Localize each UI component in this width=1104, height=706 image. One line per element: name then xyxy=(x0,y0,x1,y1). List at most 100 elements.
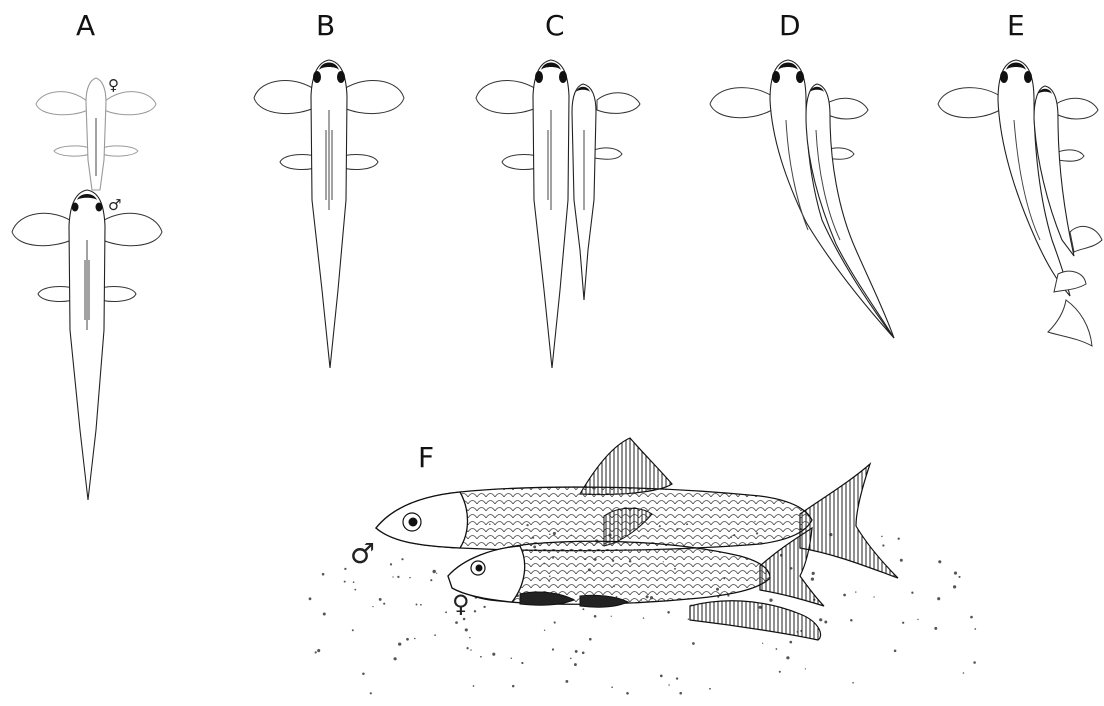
gravel-speck xyxy=(390,563,392,565)
gravel-speck xyxy=(953,585,956,588)
gravel-speck xyxy=(709,688,711,690)
gravel-speck xyxy=(769,599,772,602)
gravel-speck xyxy=(805,668,806,669)
gravel-speck xyxy=(660,675,663,678)
gravel-speck xyxy=(819,618,822,621)
gravel-speck xyxy=(492,653,495,656)
gravel-speck xyxy=(963,672,965,674)
male-symbol-panel-f: ♂ xyxy=(350,540,375,568)
gravel-speck xyxy=(483,606,485,608)
gravel-speck xyxy=(434,634,436,636)
panel-a-male-fish xyxy=(12,190,162,500)
gravel-speck xyxy=(362,673,365,676)
gravel-speck xyxy=(582,651,585,654)
gravel-speck xyxy=(445,611,447,613)
gravel-speck xyxy=(370,692,372,694)
panel-a-female-fish xyxy=(36,78,156,190)
gravel-speck xyxy=(898,538,900,540)
gravel-speck xyxy=(315,651,317,653)
gravel-speck xyxy=(322,573,325,576)
gravel-speck xyxy=(323,612,326,615)
gravel-speck xyxy=(392,576,393,577)
gravel-speck xyxy=(582,608,584,610)
gravel-speck xyxy=(473,685,475,687)
gravel-speck xyxy=(521,662,523,664)
gravel-speck xyxy=(934,627,937,630)
gravel-speck xyxy=(353,581,355,583)
gravel-speck xyxy=(938,560,941,563)
gravel-speck xyxy=(611,616,612,617)
gravel-speck xyxy=(900,559,903,562)
gravel-speck xyxy=(882,544,884,546)
gravel-speck xyxy=(824,621,827,624)
gravel-speck xyxy=(902,622,904,624)
gravel-speck xyxy=(317,649,320,652)
gravel-speck xyxy=(409,577,410,578)
gravel-speck xyxy=(344,568,346,570)
gravel-speck xyxy=(570,658,572,660)
gravel-speck xyxy=(309,597,312,600)
gravel-speck xyxy=(762,643,763,644)
gravel-speck xyxy=(463,618,466,621)
gravel-speck xyxy=(970,616,973,619)
gravel-speck xyxy=(958,576,960,578)
gravel-speck xyxy=(855,591,856,592)
gravel-speck xyxy=(574,663,577,666)
gravel-speck xyxy=(344,581,346,583)
gravel-speck xyxy=(626,692,629,695)
gravel-speck xyxy=(352,629,354,631)
gravel-speck xyxy=(881,536,883,538)
gravel-speck xyxy=(511,658,513,660)
gravel-speck xyxy=(416,604,418,606)
gravel-speck xyxy=(401,558,403,560)
gravel-speck xyxy=(430,579,432,581)
gravel-speck xyxy=(852,682,854,684)
gravel-speck xyxy=(917,619,918,620)
gravel-speck xyxy=(575,650,578,653)
gravel-speck xyxy=(406,638,409,641)
gravel-speck xyxy=(474,610,476,612)
gravel-speck xyxy=(676,677,678,679)
gravel-speck xyxy=(789,641,792,644)
gravel-speck xyxy=(455,621,458,624)
gravel-speck xyxy=(611,686,613,688)
gravel-speck xyxy=(544,630,545,631)
gravel-speck xyxy=(667,611,670,614)
gravel-speck xyxy=(383,603,385,605)
panel-d-fish-pair-curving xyxy=(710,60,894,338)
gravel-speck xyxy=(894,650,897,653)
gravel-speck xyxy=(414,638,416,640)
gravel-speck xyxy=(692,642,695,645)
gravel-speck xyxy=(379,598,382,601)
gravel-speck xyxy=(812,572,815,575)
gravel-speck xyxy=(786,656,789,659)
gravel-speck xyxy=(594,615,597,618)
gravel-speck xyxy=(565,680,568,683)
female-symbol-panel-f: ♀ xyxy=(452,592,470,616)
gravel-speck xyxy=(589,638,592,641)
gravel-speck xyxy=(668,684,669,685)
gravel-speck xyxy=(420,604,422,606)
gravel-speck xyxy=(850,619,853,622)
gravel-speck xyxy=(679,692,682,695)
gravel-speck xyxy=(643,617,644,618)
gravel-speck xyxy=(937,597,940,600)
gravel-speck xyxy=(397,576,399,578)
gravel-speck xyxy=(465,628,468,631)
gravel-speck xyxy=(394,657,397,660)
gravel-speck xyxy=(776,648,778,650)
gravel-speck xyxy=(873,596,874,597)
gravel-speck xyxy=(688,618,689,619)
gravel-speck xyxy=(843,594,846,597)
gravel-speck xyxy=(954,572,957,575)
gravel-speck xyxy=(552,648,554,650)
gravel-speck xyxy=(469,637,471,639)
gravel-speck xyxy=(470,649,472,651)
gravel-speck xyxy=(554,621,556,623)
gravel-speck xyxy=(354,589,356,591)
gravel-speck xyxy=(436,573,437,574)
female-symbol-panel-a: ♀ xyxy=(108,78,119,93)
gravel-speck xyxy=(398,642,401,645)
gravel-speck xyxy=(512,685,515,688)
